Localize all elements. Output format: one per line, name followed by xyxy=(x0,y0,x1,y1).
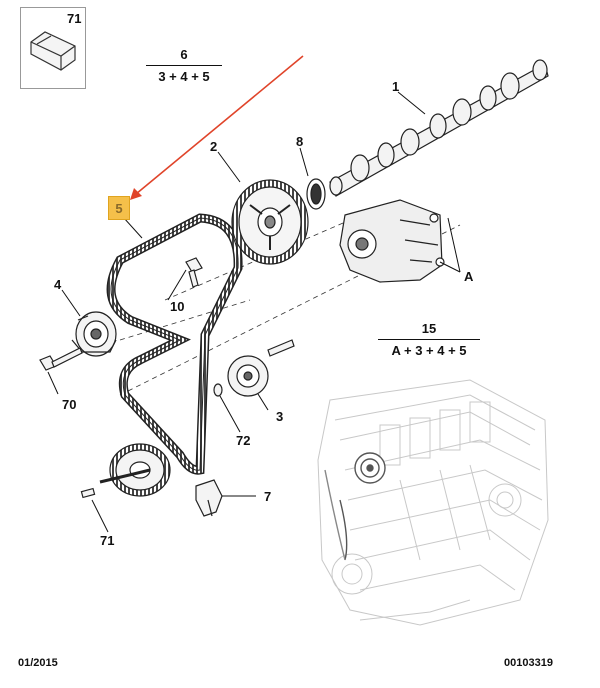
label-roller-bolt: 72 xyxy=(236,433,251,448)
label-tensioner: 4 xyxy=(54,277,62,292)
water-pump xyxy=(339,199,445,283)
camshaft xyxy=(329,59,549,197)
label-tensioner-bolt: 70 xyxy=(62,397,77,412)
kit-15-components: A + 3 + 4 + 5 xyxy=(391,343,467,358)
tensioner-bolt xyxy=(39,347,83,371)
kit-15-number: 15 xyxy=(421,321,437,336)
roller-bolt xyxy=(213,339,295,397)
footer-reference: 00103319 xyxy=(504,657,553,669)
pulley-bolt xyxy=(185,257,203,288)
label-crank-sensor: 7 xyxy=(264,489,272,504)
indicator-arrow xyxy=(130,55,304,200)
crank-bolt xyxy=(80,487,96,499)
tensioner-roller xyxy=(71,311,117,357)
timing-belt xyxy=(106,213,243,475)
label-camshaft: 1 xyxy=(392,79,400,94)
engine-ghost-illustration xyxy=(317,379,549,626)
crank-sensor xyxy=(195,479,223,517)
label-water-pump: A xyxy=(464,269,474,284)
oil-seal xyxy=(306,178,326,210)
inset-label: 71 xyxy=(67,11,82,26)
engine-ghost-pulley xyxy=(324,452,386,561)
kit-6-components: 3 + 4 + 5 xyxy=(158,69,210,84)
footer-date: 01/2015 xyxy=(18,657,58,669)
label-camshaft-pulley: 2 xyxy=(210,139,218,154)
label-guide-roller: 3 xyxy=(276,409,284,424)
camshaft-pulley xyxy=(231,179,309,265)
kit-15-formula: 15 A + 3 + 4 + 5 xyxy=(378,322,480,357)
bolt-inset-illustration xyxy=(30,31,76,71)
leader-lines xyxy=(47,91,461,533)
label-crank-bolt: 71 xyxy=(100,533,115,548)
kit-6-formula: 6 3 + 4 + 5 xyxy=(146,48,222,83)
label-oil-seal: 8 xyxy=(296,134,304,149)
kit-6-number: 6 xyxy=(180,47,188,62)
label-pulley-bolt: 10 xyxy=(170,299,185,314)
timing-belt-highlight-label: 5 xyxy=(108,196,130,220)
crankshaft-pulley xyxy=(99,443,171,497)
reference-inset-box: 71 xyxy=(20,7,86,89)
guide-roller xyxy=(227,355,269,397)
timing-belt-number: 5 xyxy=(115,201,123,216)
